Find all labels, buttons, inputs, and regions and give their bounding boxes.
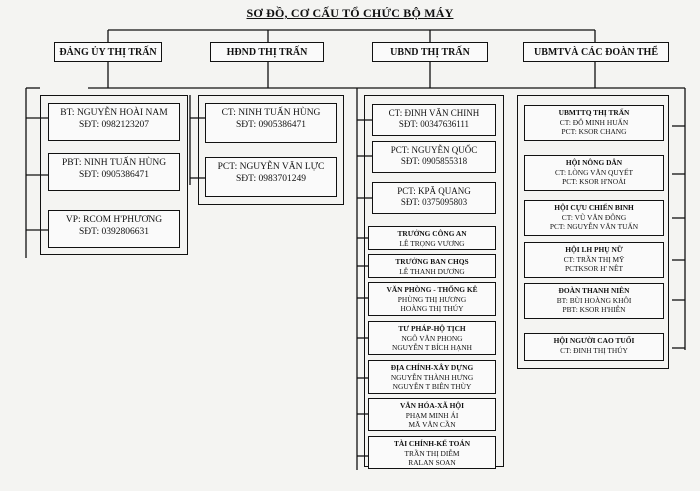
chart-title: SƠ ĐỒ, CƠ CẤU TỔ CHỨC BỘ MÁY <box>246 6 454 20</box>
unit-culture-title: VĂN HÓA-XÃ HỘI <box>399 401 465 410</box>
header-hdnd: HĐND THỊ TRẤN <box>210 42 324 62</box>
org-farmers-title: HỘI NÔNG DÂN <box>565 158 623 167</box>
org-elderly: HỘI NGƯỜI CAO TUỔI CT: ĐINH THỊ THÚY <box>524 333 664 361</box>
org-women-union-chair: CT: TRẦN THỊ MỸ <box>563 254 625 264</box>
council-chair-phone: SĐT: 0905386471 <box>236 120 306 130</box>
unit-office-stats-person2: HOÀNG THỊ THÚY <box>400 304 464 314</box>
party-secretary-phone: SĐT: 0982123207 <box>79 120 149 130</box>
unit-land-person2: NGUYỄN T BIÊN THÙY <box>392 382 472 392</box>
ubnd-chair-phone: SĐT: 00347636111 <box>398 119 470 129</box>
unit-finance-title: TÀI CHÍNH-KẾ TOÁN <box>393 439 471 448</box>
org-veterans: HỘI CỰU CHIẾN BINH CT: VŨ VĂN ĐÔNG PCT: … <box>524 200 664 236</box>
unit-justice-person2: NGUYỄN T BÍCH HẠNH <box>392 343 472 353</box>
org-veterans-vice: PCT: NGUYỄN VĂN TUẤN <box>549 222 639 232</box>
party-deputy-phone: SĐT: 0905386471 <box>79 170 149 180</box>
unit-culture-person1: PHẠM MINH ÁI <box>405 410 459 420</box>
unit-land-person1: NGUYỄN THÀNH HƯNG <box>390 372 474 382</box>
unit-finance-person2: RALAN SOAN <box>408 458 456 468</box>
unit-justice-person1: NGÔ VĂN PHONG <box>401 333 463 343</box>
unit-land-title: ĐỊA CHÍNH-XÂY DỰNG <box>390 363 474 372</box>
ubnd-vice2-phone: SĐT: 0375095803 <box>400 197 468 207</box>
party-office-phone: SĐT: 0392806631 <box>79 227 149 237</box>
org-women-union-vice: PCTKSOR H' NÊT <box>565 264 623 274</box>
unit-justice: TƯ PHÁP-HỘ TỊCH NGÔ VĂN PHONG NGUYỄN T B… <box>368 321 496 355</box>
unit-military: TRƯỞNG BAN CHQS LÊ THANH DƯƠNG <box>368 254 496 278</box>
org-women-union-title: HỘI LH PHỤ NỮ <box>565 245 623 254</box>
unit-police-title: TRƯỞNG CÔNG AN <box>397 229 467 238</box>
party-deputy-name: PBT: NINH TUẤN HÙNG <box>61 158 167 168</box>
org-fatherland-front-vice: PCT: KSOR CHANG <box>561 127 627 137</box>
org-youth-union-secretary: BT: BÙI HOÀNG KHÔI <box>556 295 632 305</box>
unit-police-person: LÊ TRỌNG VƯƠNG <box>399 238 465 248</box>
unit-military-person: LÊ THANH DƯƠNG <box>399 266 465 276</box>
council-vice-box: PCT: NGUYỄN VĂN LỰC SĐT: 0983701249 <box>205 157 337 197</box>
unit-justice-title: TƯ PHÁP-HỘ TỊCH <box>398 324 466 333</box>
org-youth-union: ĐOÀN THANH NIÊN BT: BÙI HOÀNG KHÔI PBT: … <box>524 283 664 319</box>
org-youth-union-title: ĐOÀN THANH NIÊN <box>558 286 630 295</box>
unit-culture-society: VĂN HÓA-XÃ HỘI PHẠM MINH ÁI MÃ VĂN CẦN <box>368 398 496 431</box>
ubnd-vice1-phone: SĐT: 0905855318 <box>400 156 468 166</box>
party-office-box: VP: RCOM H'PHƯƠNG SĐT: 0392806631 <box>48 210 180 248</box>
unit-office-stats: VĂN PHÒNG - THỐNG KÊ PHÙNG THỊ HƯƠNG HOÀ… <box>368 282 496 316</box>
header-ubmt: UBMTVÀ CÁC ĐOÀN THỂ <box>523 42 669 62</box>
unit-land-construction: ĐỊA CHÍNH-XÂY DỰNG NGUYỄN THÀNH HƯNG NGU… <box>368 360 496 394</box>
ubnd-vice2-name: PCT: KPĂ QUANG <box>397 186 471 196</box>
ubnd-vice1-name: PCT: NGUYỄN QUỐC <box>390 145 478 155</box>
council-vice-phone: SĐT: 0983701249 <box>236 174 306 184</box>
council-vice-name: PCT: NGUYỄN VĂN LỰC <box>217 162 325 172</box>
ubnd-chair-name: CT: ĐINH VĂN CHINH <box>388 108 480 118</box>
ubnd-vice1-box: PCT: NGUYỄN QUỐC SĐT: 0905855318 <box>372 141 496 173</box>
org-fatherland-front-chair: CT: ĐỖ MINH HUẤN <box>559 117 629 127</box>
party-secretary-box: BT: NGUYỄN HOÀI NAM SĐT: 0982123207 <box>48 103 180 141</box>
org-women-union: HỘI LH PHỤ NỮ CT: TRẦN THỊ MỸ PCTKSOR H'… <box>524 242 664 278</box>
unit-police: TRƯỞNG CÔNG AN LÊ TRỌNG VƯƠNG <box>368 226 496 250</box>
unit-culture-person2: MÃ VĂN CẦN <box>408 420 456 430</box>
org-youth-union-deputy: PBT: KSOR H'HIÊN <box>562 305 626 315</box>
ubnd-chair-box: CT: ĐINH VĂN CHINH SĐT: 00347636111 <box>372 104 496 136</box>
org-farmers-vice: PCT: KSOR H'NOẢI <box>562 177 626 187</box>
party-deputy-box: PBT: NINH TUẤN HÙNG SĐT: 0905386471 <box>48 153 180 191</box>
group-dang-uy <box>40 95 188 255</box>
unit-finance-person1: TRẦN THỊ DIỄM <box>404 448 460 458</box>
party-office-name: VP: RCOM H'PHƯƠNG <box>65 215 163 225</box>
council-chair-name: CT: NINH TUẤN HÙNG <box>221 108 321 118</box>
org-veterans-title: HỘI CỰU CHIẾN BINH <box>554 203 634 212</box>
unit-finance: TÀI CHÍNH-KẾ TOÁN TRẦN THỊ DIỄM RALAN SO… <box>368 436 496 469</box>
party-secretary-name: BT: NGUYỄN HOÀI NAM <box>60 108 168 118</box>
org-elderly-chair: CT: ĐINH THỊ THÚY <box>560 345 628 355</box>
org-fatherland-front-title: UBMTTQ THỊ TRẤN <box>558 108 630 117</box>
ubnd-vice2-box: PCT: KPĂ QUANG SĐT: 0375095803 <box>372 182 496 214</box>
header-dang-uy: ĐẢNG ỦY THỊ TRẤN <box>54 42 162 62</box>
org-farmers: HỘI NÔNG DÂN CT: LÒNG VĂN QUYẾT PCT: KSO… <box>524 155 664 191</box>
unit-office-stats-title: VĂN PHÒNG - THỐNG KÊ <box>386 285 478 294</box>
org-farmers-chair: CT: LÒNG VĂN QUYẾT <box>554 167 634 177</box>
unit-office-stats-person1: PHÙNG THỊ HƯƠNG <box>397 294 467 304</box>
header-ubnd: UBND THỊ TRẤN <box>372 42 488 62</box>
unit-military-title: TRƯỞNG BAN CHQS <box>395 257 469 266</box>
org-veterans-chair: CT: VŨ VĂN ĐÔNG <box>561 212 627 222</box>
org-fatherland-front: UBMTTQ THỊ TRẤN CT: ĐỖ MINH HUẤN PCT: KS… <box>524 105 664 141</box>
group-hdnd <box>198 95 344 205</box>
org-elderly-title: HỘI NGƯỜI CAO TUỔI <box>553 336 635 345</box>
council-chair-box: CT: NINH TUẤN HÙNG SĐT: 0905386471 <box>205 103 337 143</box>
group-ubmt <box>517 95 669 369</box>
